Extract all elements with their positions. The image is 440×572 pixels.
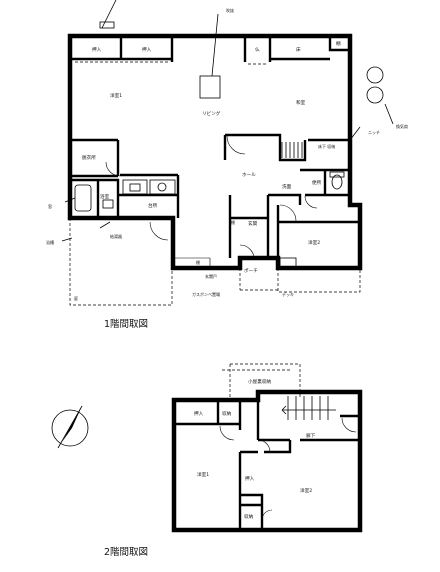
f2-closet-a-label: 押入 <box>194 410 204 417</box>
f1-small-closet-label: 棚 <box>231 219 235 225</box>
f1-hood-label: 換気扇 <box>396 123 408 129</box>
f1-closet-a-label: 押入 <box>92 46 102 53</box>
f1-bath-window-label: 窓 <box>48 203 52 209</box>
f1-shelf-label: 棚 <box>336 40 341 47</box>
f1-niche-label: ニッチ <box>368 130 380 135</box>
f2-attic-label: 小屋裏収納 <box>248 378 271 385</box>
f1-skylight-label: 吹抜 <box>226 7 234 13</box>
f1-water-heater-label: 給湯器 <box>110 233 122 239</box>
floor2-plan <box>171 363 363 533</box>
f1-garden-label: 庭 <box>74 295 78 301</box>
f1-porch-label: ポーチ <box>244 267 258 274</box>
garden-outline <box>69 218 173 306</box>
floor1-plan <box>61 0 394 306</box>
f1-living-label: リビング <box>202 110 221 117</box>
f1-closet-b-label: 押入 <box>142 46 152 53</box>
floor2-labels: 押入 収納 小屋裏収納 廊下 洋室1 押入 洋室2 収納 2階間取図 <box>104 378 316 558</box>
f2-western1-label: 洋室1 <box>197 471 209 478</box>
f1-bathtub-label: 浴槽 <box>46 239 54 245</box>
f1-laundry-label: 脱衣所 <box>82 154 96 161</box>
f1-japanese-room-label: 洋室1 <box>110 92 122 99</box>
f1-storage-label: 床下 収納 <box>318 143 335 149</box>
f2-closet-b-label: 収納 <box>222 410 232 417</box>
f1-bath-label: 浴室 <box>100 193 110 200</box>
f1-western2-label: 洋室2 <box>308 239 320 246</box>
f1-toilet-label: 便所 <box>312 179 322 186</box>
f1-washroom-label: 洗面 <box>282 183 292 190</box>
f1-deck-label: デッキ <box>282 291 294 297</box>
f2-title: 2階間取図 <box>104 547 148 558</box>
f1-pillar-label: 仏 <box>255 47 260 53</box>
f1-title: 1階間取図 <box>104 319 148 330</box>
f1-closet-walls <box>70 36 174 62</box>
f2-hall-label: 廊下 <box>306 432 316 439</box>
attic-outline <box>222 363 301 397</box>
compass-icon <box>51 405 89 449</box>
f1-shoe-label: 棚 <box>196 259 200 265</box>
f1-kitchen-label: 台所 <box>148 202 158 209</box>
floor1-labels: 押入 押入 仏 床 棚 洋室1 リビング 和室 脱衣所 浴室 台所 ホール 床下… <box>46 7 408 330</box>
door-swing <box>226 135 246 155</box>
f1-japanese-room2-label: 和室 <box>296 99 306 106</box>
f1-genkan-door-label: 玄関戸 <box>205 273 217 279</box>
f2-western2-label: 洋室2 <box>300 487 312 494</box>
f1-gas-label: ガスボンベ置場 <box>192 291 220 297</box>
f2-closet-c-label: 押入 <box>245 475 255 482</box>
f1-entrance-label: 玄関 <box>248 220 258 227</box>
stairs <box>282 396 336 420</box>
f1-hall-label: ホール <box>242 172 256 178</box>
f1-alcove-label: 床 <box>296 46 301 53</box>
f2-closet-d-label: 収納 <box>244 513 254 520</box>
